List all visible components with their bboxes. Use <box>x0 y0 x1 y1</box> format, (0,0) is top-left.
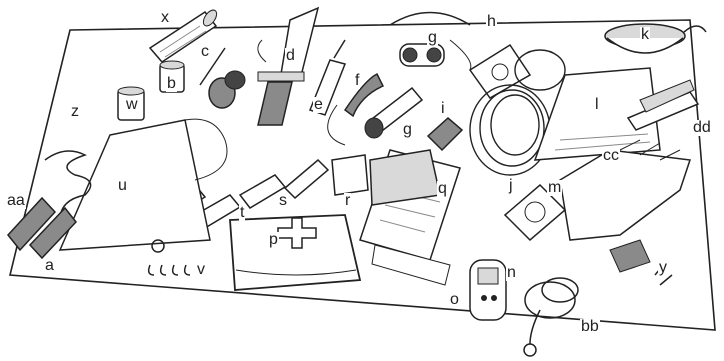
label-cc: cc <box>602 148 620 164</box>
label-w: w <box>125 97 139 113</box>
item-r-sponge <box>332 155 368 195</box>
label-bb: bb <box>580 319 600 335</box>
label-h: h <box>486 14 497 30</box>
item-n-gps <box>470 260 506 320</box>
label-m: m <box>547 180 562 196</box>
label-a: a <box>44 258 55 274</box>
label-dd: dd <box>692 120 712 136</box>
label-b: b <box>166 76 177 92</box>
label-p: p <box>268 232 279 248</box>
label-o: o <box>449 292 460 308</box>
label-g-flashlight: g <box>402 122 413 138</box>
label-v: v <box>196 262 206 278</box>
label-aa: aa <box>6 193 26 209</box>
label-f: f <box>354 73 360 89</box>
item-p-first-aid-kit <box>230 215 360 290</box>
label-i: i <box>440 101 446 117</box>
label-r: r <box>344 193 351 209</box>
label-q: q <box>437 181 448 197</box>
label-z: z <box>70 104 80 120</box>
label-s: s <box>278 193 288 209</box>
label-c: c <box>200 44 210 60</box>
label-d: d <box>285 48 296 64</box>
label-x: x <box>160 10 170 26</box>
label-k: k <box>640 27 650 43</box>
label-e: e <box>313 97 324 113</box>
label-t: t <box>239 205 245 221</box>
label-j: j <box>508 178 514 194</box>
label-y: y <box>658 260 668 276</box>
label-g-headlamp: g <box>427 30 438 46</box>
label-u: u <box>117 178 128 194</box>
item-q-food <box>370 150 440 205</box>
label-l: l <box>594 97 600 113</box>
label-n: n <box>506 265 517 281</box>
